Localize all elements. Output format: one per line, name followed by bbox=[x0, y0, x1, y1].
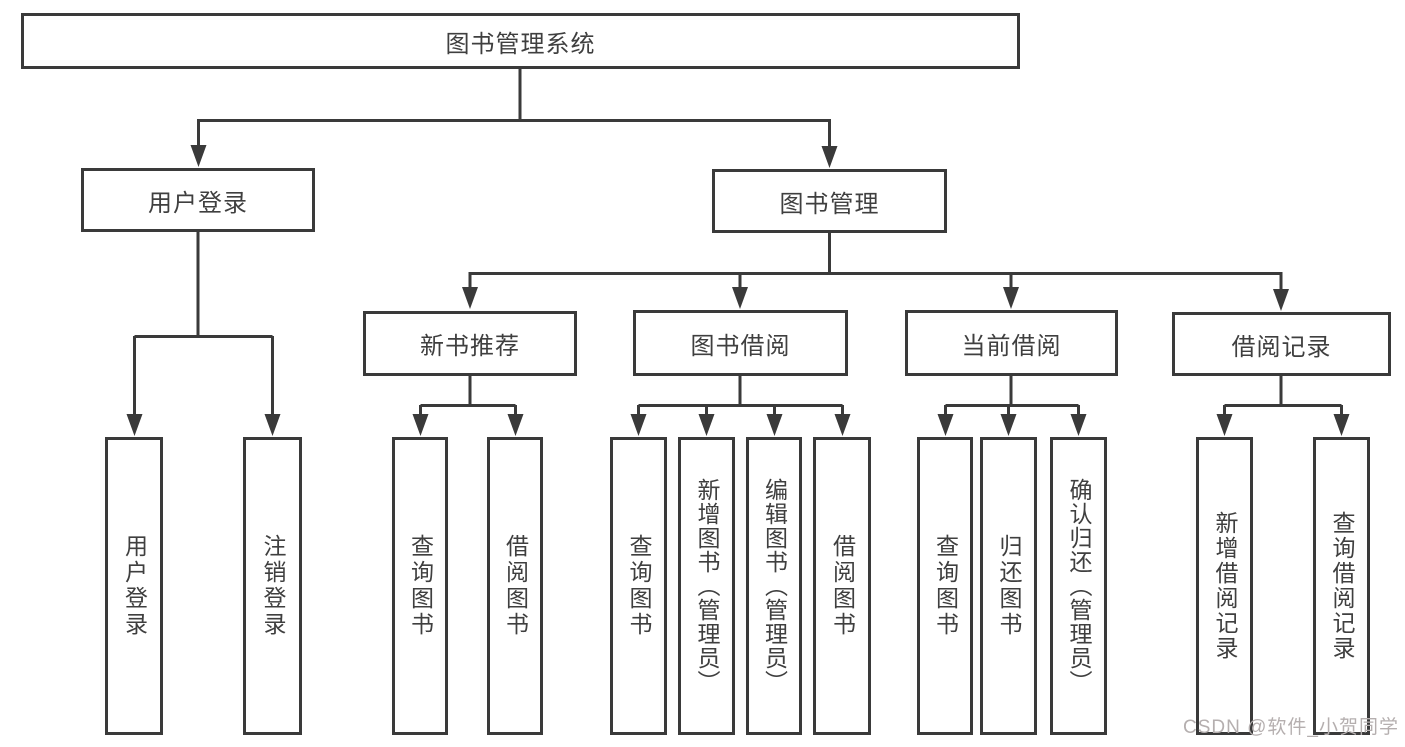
leaf-user-login: 用户登录 bbox=[105, 437, 163, 735]
csdn-watermark: CSDN @软件_小贺同学 bbox=[1183, 717, 1399, 738]
leaf-query-borrow-record: 查询借阅记录 bbox=[1313, 437, 1370, 735]
leaf-return-books: 归还图书 bbox=[980, 437, 1037, 735]
leaf-borrow-books-1: 借阅图书 bbox=[487, 437, 543, 735]
node-book-borrowing: 图书借阅 bbox=[633, 310, 848, 376]
node-borrow-records: 借阅记录 bbox=[1172, 312, 1391, 376]
leaf-borrow-books-2: 借阅图书 bbox=[813, 437, 871, 735]
node-book-management: 图书管理 bbox=[712, 169, 947, 233]
leaf-query-books-1: 查询图书 bbox=[392, 437, 448, 735]
node-new-book-recommend: 新书推荐 bbox=[363, 311, 577, 376]
leaf-query-books-3: 查询图书 bbox=[917, 437, 973, 735]
leaf-add-borrow-record: 新增借阅记录 bbox=[1196, 437, 1253, 735]
leaf-edit-books-admin: 编辑图书（管理员） bbox=[746, 437, 802, 735]
leaf-add-books-admin: 新增图书（管理员） bbox=[678, 437, 735, 735]
leaf-confirm-return-admin: 确认归还（管理员） bbox=[1050, 437, 1107, 735]
node-current-borrowing: 当前借阅 bbox=[905, 310, 1118, 376]
node-user-login: 用户登录 bbox=[81, 168, 315, 232]
node-root-system: 图书管理系统 bbox=[21, 13, 1020, 69]
leaf-query-books-2: 查询图书 bbox=[610, 437, 667, 735]
leaf-logout: 注销登录 bbox=[243, 437, 302, 735]
